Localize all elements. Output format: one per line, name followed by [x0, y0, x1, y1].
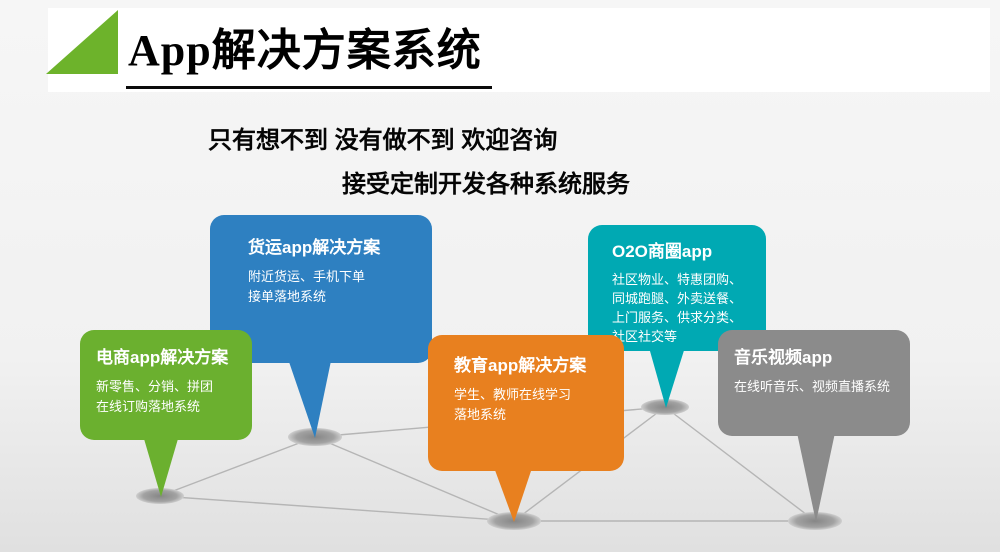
bubble-title: O2O商圈app [612, 242, 713, 261]
node-shadow [641, 399, 689, 415]
bubble-title: 教育app解决方案 [454, 356, 587, 375]
bubble-title: 货运app解决方案 [248, 238, 381, 257]
connector-line [159, 436, 316, 497]
connector-line [664, 406, 816, 522]
bubble-body: 新零售、分销、拼团 在线订购落地系统 [96, 379, 214, 415]
bubble-body: 社区物业、特惠团购、 同城跑腿、外卖送餐、 上门服务、供求分类、 社区社交等 [612, 272, 743, 344]
bubble-tail [648, 344, 686, 408]
bubble-title: 音乐视频app [734, 348, 833, 367]
node-shadows [136, 399, 842, 530]
bubble-tail [492, 462, 534, 522]
bubble-tail [142, 432, 180, 497]
bubble-ecommerce-app: 电商app解决方案 新零售、分销、拼团 在线订购落地系统 [80, 330, 252, 440]
connector-line [159, 495, 515, 522]
node-shadow [136, 488, 184, 504]
header-band [48, 8, 990, 92]
bubble-music-video-app: 音乐视频app 在线听音乐、视频直播系统 [718, 330, 910, 436]
bubble-title: 电商app解决方案 [96, 348, 229, 367]
page-title: App解决方案系统 [126, 14, 492, 89]
tagline-line2: 接受定制开发各种系统服务 [342, 171, 630, 198]
connector-line [314, 436, 515, 522]
bubble-tail [287, 356, 332, 438]
tagline-line1: 只有想不到 没有做不到 欢迎咨询 [208, 127, 558, 154]
bubble-tail [796, 428, 836, 522]
bubble-body: 学生、教师在线学习 落地系统 [454, 387, 572, 423]
node-shadow [788, 512, 842, 530]
bubble-body: 附近货运、手机下单 接单落地系统 [248, 269, 366, 305]
bubble-body: 在线听音乐、视频直播系统 [734, 379, 891, 394]
bubble-education-app: 教育app解决方案 学生、教师在线学习 落地系统 [428, 335, 624, 471]
